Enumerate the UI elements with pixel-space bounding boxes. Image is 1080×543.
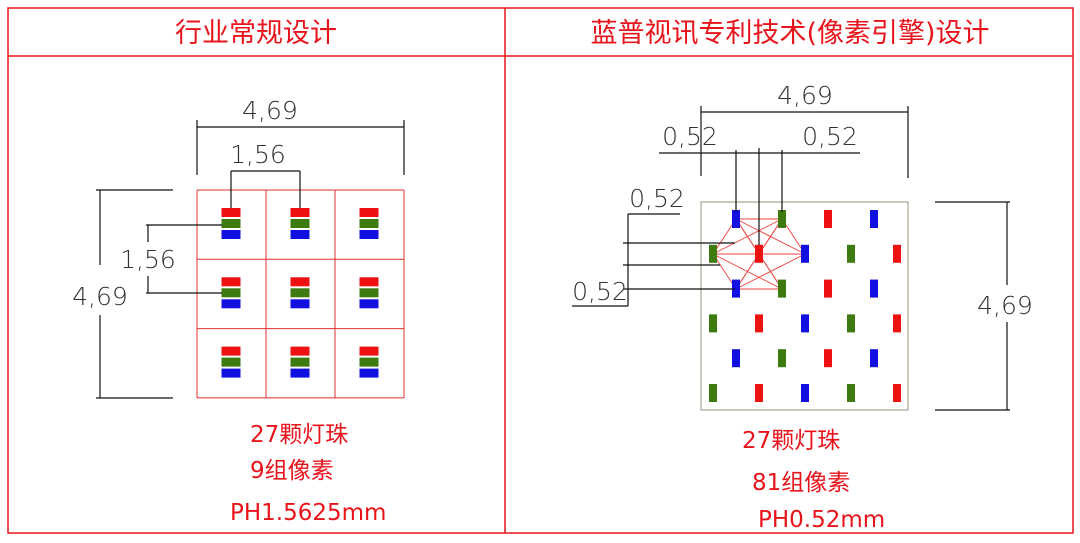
blue-led — [732, 349, 740, 368]
blue-led — [359, 368, 379, 378]
blue-led — [290, 299, 310, 309]
blue-led — [801, 314, 809, 333]
green-led — [778, 210, 786, 228]
red-led — [359, 277, 379, 287]
table-border — [7, 7, 1074, 534]
red-led — [359, 346, 379, 356]
blue-led — [221, 230, 241, 239]
red-led — [290, 346, 310, 356]
blue-led — [801, 244, 809, 263]
red-led — [359, 208, 379, 217]
blue-led — [732, 210, 740, 228]
green-led — [847, 244, 855, 263]
blue-led — [359, 230, 379, 239]
pitch-h-label: 1,56 — [230, 140, 286, 169]
module-outline — [700, 201, 909, 411]
left-title: 行业常规设计 — [175, 18, 337, 49]
caption-pixel-groups: 9组像素 — [250, 458, 334, 484]
right-title: 蓝普视讯专利技术(像素引擎)设计 — [590, 18, 989, 49]
red-led — [755, 384, 763, 402]
green-led — [221, 219, 241, 228]
red-led — [221, 346, 241, 356]
red-led — [290, 208, 310, 217]
blue-led — [290, 230, 310, 239]
green-led — [847, 314, 855, 333]
red-led — [221, 277, 241, 287]
blue-led — [801, 384, 809, 402]
green-led — [290, 219, 310, 228]
green-led — [290, 288, 310, 298]
green-led — [778, 349, 786, 368]
conventional-layout: 4,69 1,56 4,69 1,56 27颗灯珠 9组像素 PH1.5625m… — [72, 96, 405, 526]
red-led — [755, 244, 763, 263]
pitch-v-top-label: 0,52 — [629, 184, 685, 213]
green-led — [221, 357, 241, 367]
caption-pitch: PH1.5625mm — [230, 500, 386, 526]
green-led — [778, 279, 786, 298]
caption-led-count: 27颗灯珠 — [250, 422, 348, 448]
blue-led — [221, 368, 241, 378]
red-led — [893, 244, 901, 263]
red-led — [824, 210, 832, 228]
pitch-h-right-label: 0,52 — [802, 122, 858, 151]
green-led — [290, 357, 310, 367]
pitch-h-left-label: 0,52 — [662, 122, 718, 151]
width-label: 4,69 — [242, 96, 298, 125]
pixel-engine-layout: 4,69 0,52 0,52 0,52 0,52 4,69 27颗灯珠 81组像… — [572, 81, 1033, 533]
green-led — [709, 384, 717, 402]
red-led — [824, 349, 832, 368]
led-array — [221, 208, 379, 378]
blue-led — [359, 299, 379, 309]
red-led — [893, 314, 901, 333]
green-led — [709, 314, 717, 333]
blue-led — [732, 279, 740, 298]
red-led — [893, 384, 901, 402]
red-led — [755, 314, 763, 333]
green-led — [847, 384, 855, 402]
blue-led — [870, 279, 878, 298]
caption-pitch: PH0.52mm — [758, 507, 885, 533]
green-led — [359, 219, 379, 228]
pitch-v-bottom-label: 0,52 — [572, 277, 628, 306]
height-label: 4,69 — [72, 282, 128, 311]
blue-led — [870, 210, 878, 228]
red-led — [221, 208, 241, 217]
green-led — [709, 244, 717, 263]
caption-pixel-groups: 81组像素 — [752, 470, 850, 496]
green-led — [221, 288, 241, 298]
red-led — [824, 279, 832, 298]
caption-led-count: 27颗灯珠 — [742, 428, 840, 454]
blue-led — [870, 349, 878, 368]
green-led — [359, 288, 379, 298]
pitch-v-label: 1,56 — [120, 245, 176, 274]
red-led — [290, 277, 310, 287]
green-led — [359, 357, 379, 367]
blue-led — [221, 299, 241, 309]
led-array — [709, 210, 901, 402]
width-label: 4,69 — [777, 81, 833, 110]
blue-led — [290, 368, 310, 378]
height-label: 4,69 — [977, 291, 1033, 320]
